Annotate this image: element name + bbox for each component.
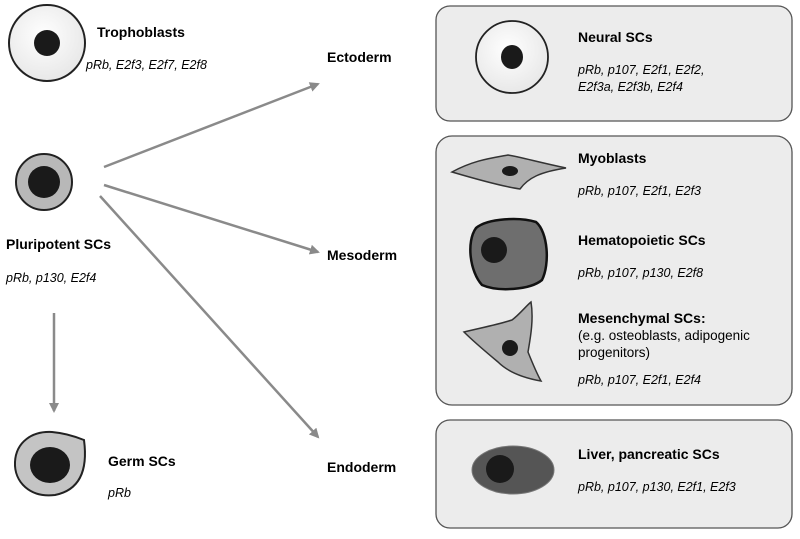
arrow-to-endoderm bbox=[99, 195, 320, 439]
myoblasts-genes: pRb, p107, E2f1, E2f3 bbox=[578, 184, 702, 198]
mesenchymal-sc-genes: pRb, p107, E2f1, E2f4 bbox=[578, 373, 702, 387]
trophoblasts-title: Trophoblasts bbox=[97, 24, 185, 40]
arrow-to-ectoderm bbox=[103, 82, 320, 169]
hematopoietic-sc-title: Hematopoietic SCs bbox=[578, 232, 706, 248]
ectoderm-label: Ectoderm bbox=[327, 49, 392, 65]
myoblasts-title: Myoblasts bbox=[578, 150, 647, 166]
myoblast-cell-icon bbox=[450, 154, 567, 190]
neural-sc-cell-icon bbox=[475, 20, 549, 94]
liver-pancreatic-sc-genes: pRb, p107, p130, E2f1, E2f3 bbox=[578, 480, 736, 494]
germ-genes: pRb bbox=[108, 486, 131, 500]
mesenchymal-sc-title: Mesenchymal SCs: bbox=[578, 310, 706, 326]
mesoderm-label: Mesoderm bbox=[327, 247, 398, 263]
trophoblast-cell-icon bbox=[8, 4, 86, 82]
mesenchymal-sc-cell-icon bbox=[462, 300, 543, 383]
neural-sc-genes-line2: E2f3a, E2f3b, E2f4 bbox=[578, 80, 683, 94]
neural-sc-genes-line1: pRb, p107, E2f1, E2f2, bbox=[578, 63, 705, 77]
endoderm-label: Endoderm bbox=[327, 459, 397, 475]
hematopoietic-sc-genes: pRb, p107, p130, E2f8 bbox=[578, 266, 704, 280]
pluripotent-title: Pluripotent SCs bbox=[6, 236, 112, 252]
mesenchymal-sc-note-line2: progenitors) bbox=[578, 345, 651, 360]
liver-pancreatic-sc-cell-icon bbox=[471, 445, 555, 495]
arrow-to-mesoderm bbox=[103, 183, 320, 255]
germ-title: Germ SCs bbox=[108, 453, 176, 469]
trophoblasts-genes: pRb, E2f3, E2f7, E2f8 bbox=[86, 58, 207, 72]
pluripotent-cell-icon bbox=[15, 153, 73, 211]
pluripotent-genes: pRb, p130, E2f4 bbox=[6, 271, 97, 285]
liver-pancreatic-sc-title: Liver, pancreatic SCs bbox=[578, 446, 720, 462]
germ-cell-icon bbox=[13, 430, 86, 497]
hematopoietic-sc-cell-icon bbox=[469, 217, 548, 291]
mesenchymal-sc-note-line1: (e.g. osteoblasts, adipogenic bbox=[578, 328, 750, 343]
neural-sc-title: Neural SCs bbox=[578, 29, 653, 45]
